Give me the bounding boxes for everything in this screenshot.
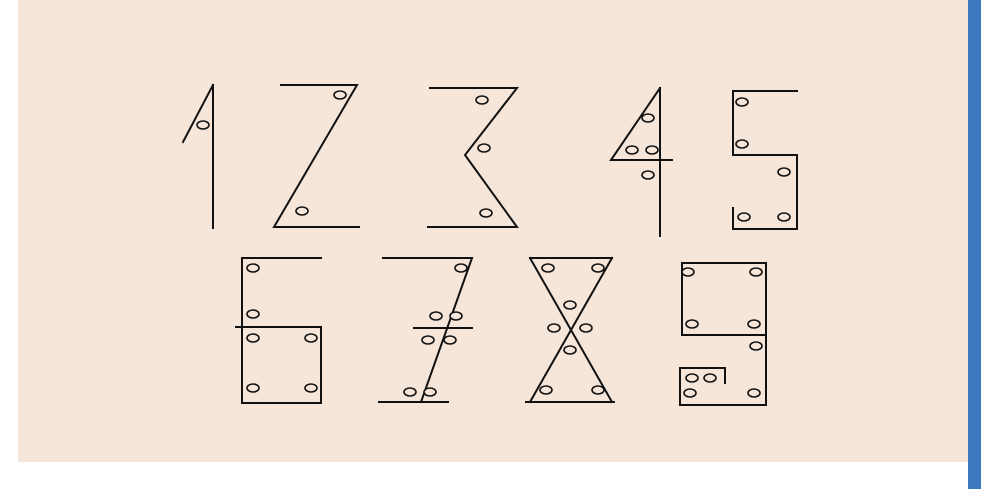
digit-6 — [236, 258, 321, 403]
digit-4 — [611, 88, 672, 236]
digit-7 — [379, 258, 472, 402]
digit-3 — [428, 88, 517, 227]
digit-9 — [680, 263, 766, 405]
digit-5 — [733, 91, 797, 229]
digit-8 — [526, 258, 614, 402]
digit-2 — [274, 85, 359, 227]
digit-1 — [183, 85, 213, 228]
